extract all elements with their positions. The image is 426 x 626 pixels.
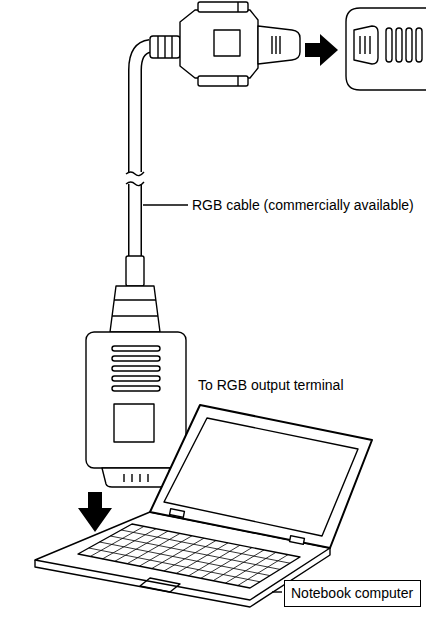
keyboard-key: [176, 543, 228, 574]
keyboard-key: [90, 526, 144, 556]
keyboard-key: [225, 552, 276, 583]
leader-line: [143, 204, 188, 205]
keyboard-key: [189, 545, 240, 576]
insert-arrow: [78, 492, 112, 532]
notebook-computer: [35, 405, 372, 607]
keyboard-key: [213, 550, 264, 581]
keyboard-key: [238, 555, 288, 586]
cable-plug: [150, 2, 300, 86]
part-label: RGB cable (commercially available): [192, 197, 414, 214]
leader-line: [272, 591, 282, 592]
cable-plug: [86, 256, 186, 487]
name-box: Notebook computer: [284, 580, 421, 607]
cable-break: [126, 182, 144, 186]
rgb-cable: [135, 46, 150, 172]
keyboard-key: [127, 533, 180, 563]
keyboard-key: [139, 536, 192, 566]
insert-arrow: [305, 34, 338, 66]
terminal-label: To RGB output terminal: [198, 377, 344, 394]
keyboard-key: [103, 529, 156, 559]
rgb-cable: [128, 184, 142, 258]
part-label: Notebook computer: [291, 585, 414, 602]
rgb-input-socket: [346, 8, 426, 90]
keyboard-key: [152, 538, 204, 568]
keyboard-key: [201, 548, 252, 579]
rgb-cable: [135, 46, 150, 172]
keyboard-key: [115, 531, 168, 561]
keyboard-key: [164, 541, 216, 572]
cable-break: [126, 172, 144, 176]
rgb-cable: [130, 184, 141, 258]
